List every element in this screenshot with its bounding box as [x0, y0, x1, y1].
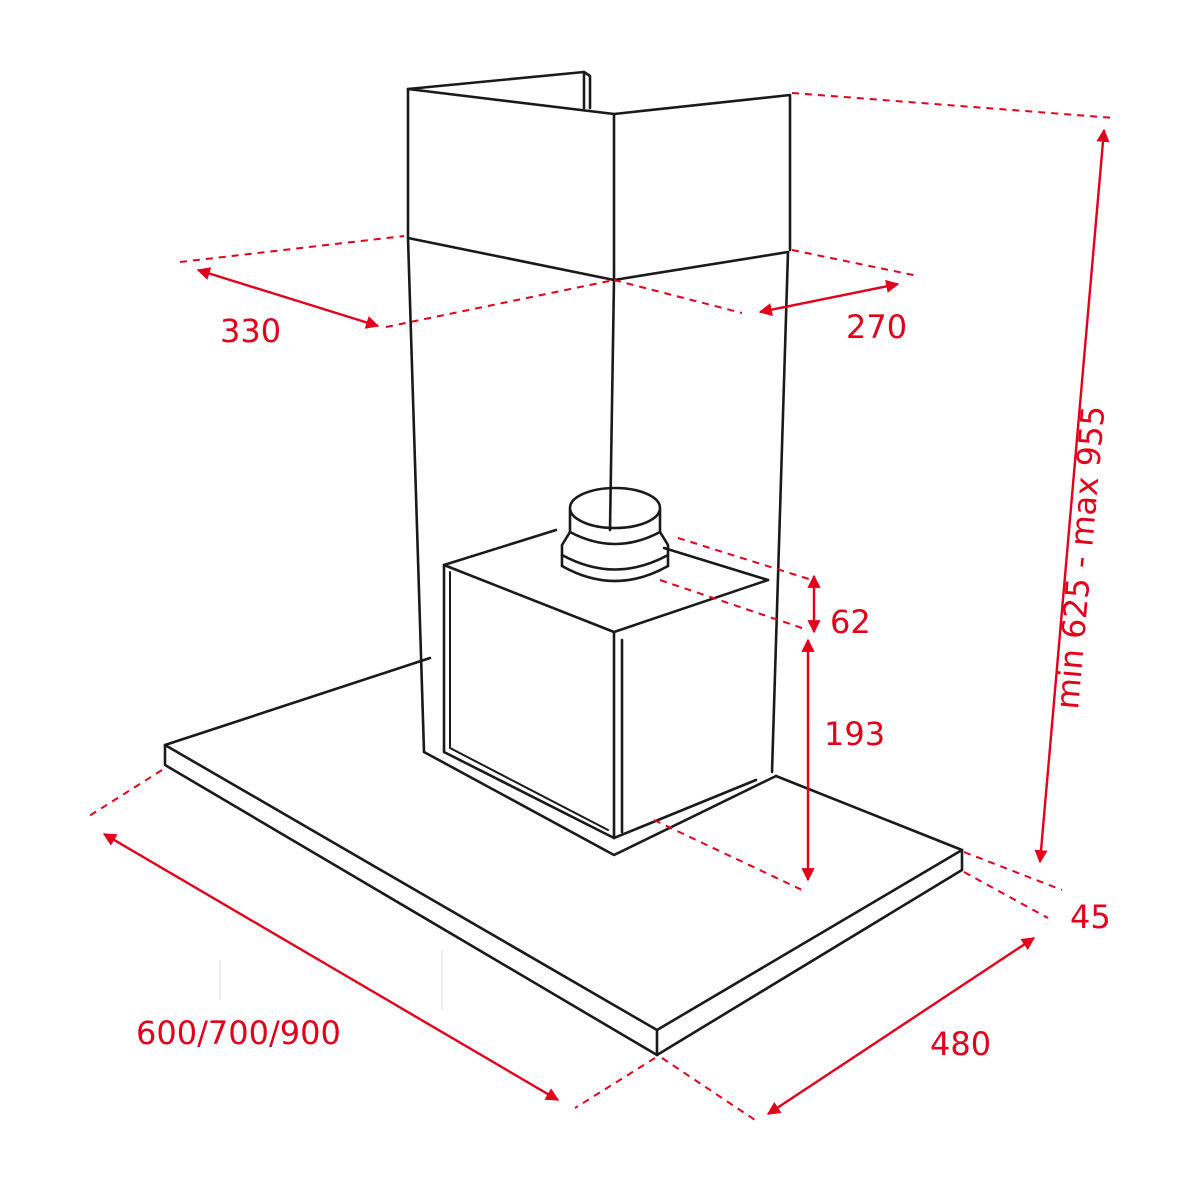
dim-label-canopy-depth: 480 — [930, 1025, 991, 1063]
dim-label-outlet-height: 62 — [830, 603, 871, 641]
dim-arrow-canopy-depth — [766, 936, 1036, 1116]
dim-arrow-chimney-depth — [758, 279, 900, 317]
dim-arrow-chimney-width — [196, 267, 380, 329]
motor-box — [442, 528, 770, 840]
outlet-collar — [560, 486, 670, 583]
dim-arrow-canopy-width — [102, 832, 560, 1102]
extension-lines — [85, 92, 1116, 1123]
dim-arrow-total-height — [1034, 128, 1110, 864]
dimension-arrows — [102, 128, 1110, 1116]
dimension-labels: 330 270 min 625 - max 955 62 193 45 600/… — [136, 308, 1113, 1063]
upper-chimney — [406, 70, 792, 282]
dim-label-canopy-thickness: 45 — [1070, 898, 1111, 936]
dim-label-canopy-width: 600/700/900 — [136, 1014, 341, 1052]
dim-label-chimney-width: 330 — [220, 312, 281, 350]
dim-label-total-height: min 625 - max 955 — [1048, 404, 1112, 711]
dim-label-motor-height: 193 — [824, 715, 885, 753]
lower-chimney — [406, 236, 790, 774]
hood-outline — [163, 70, 964, 1057]
dim-label-chimney-depth: 270 — [846, 308, 907, 346]
